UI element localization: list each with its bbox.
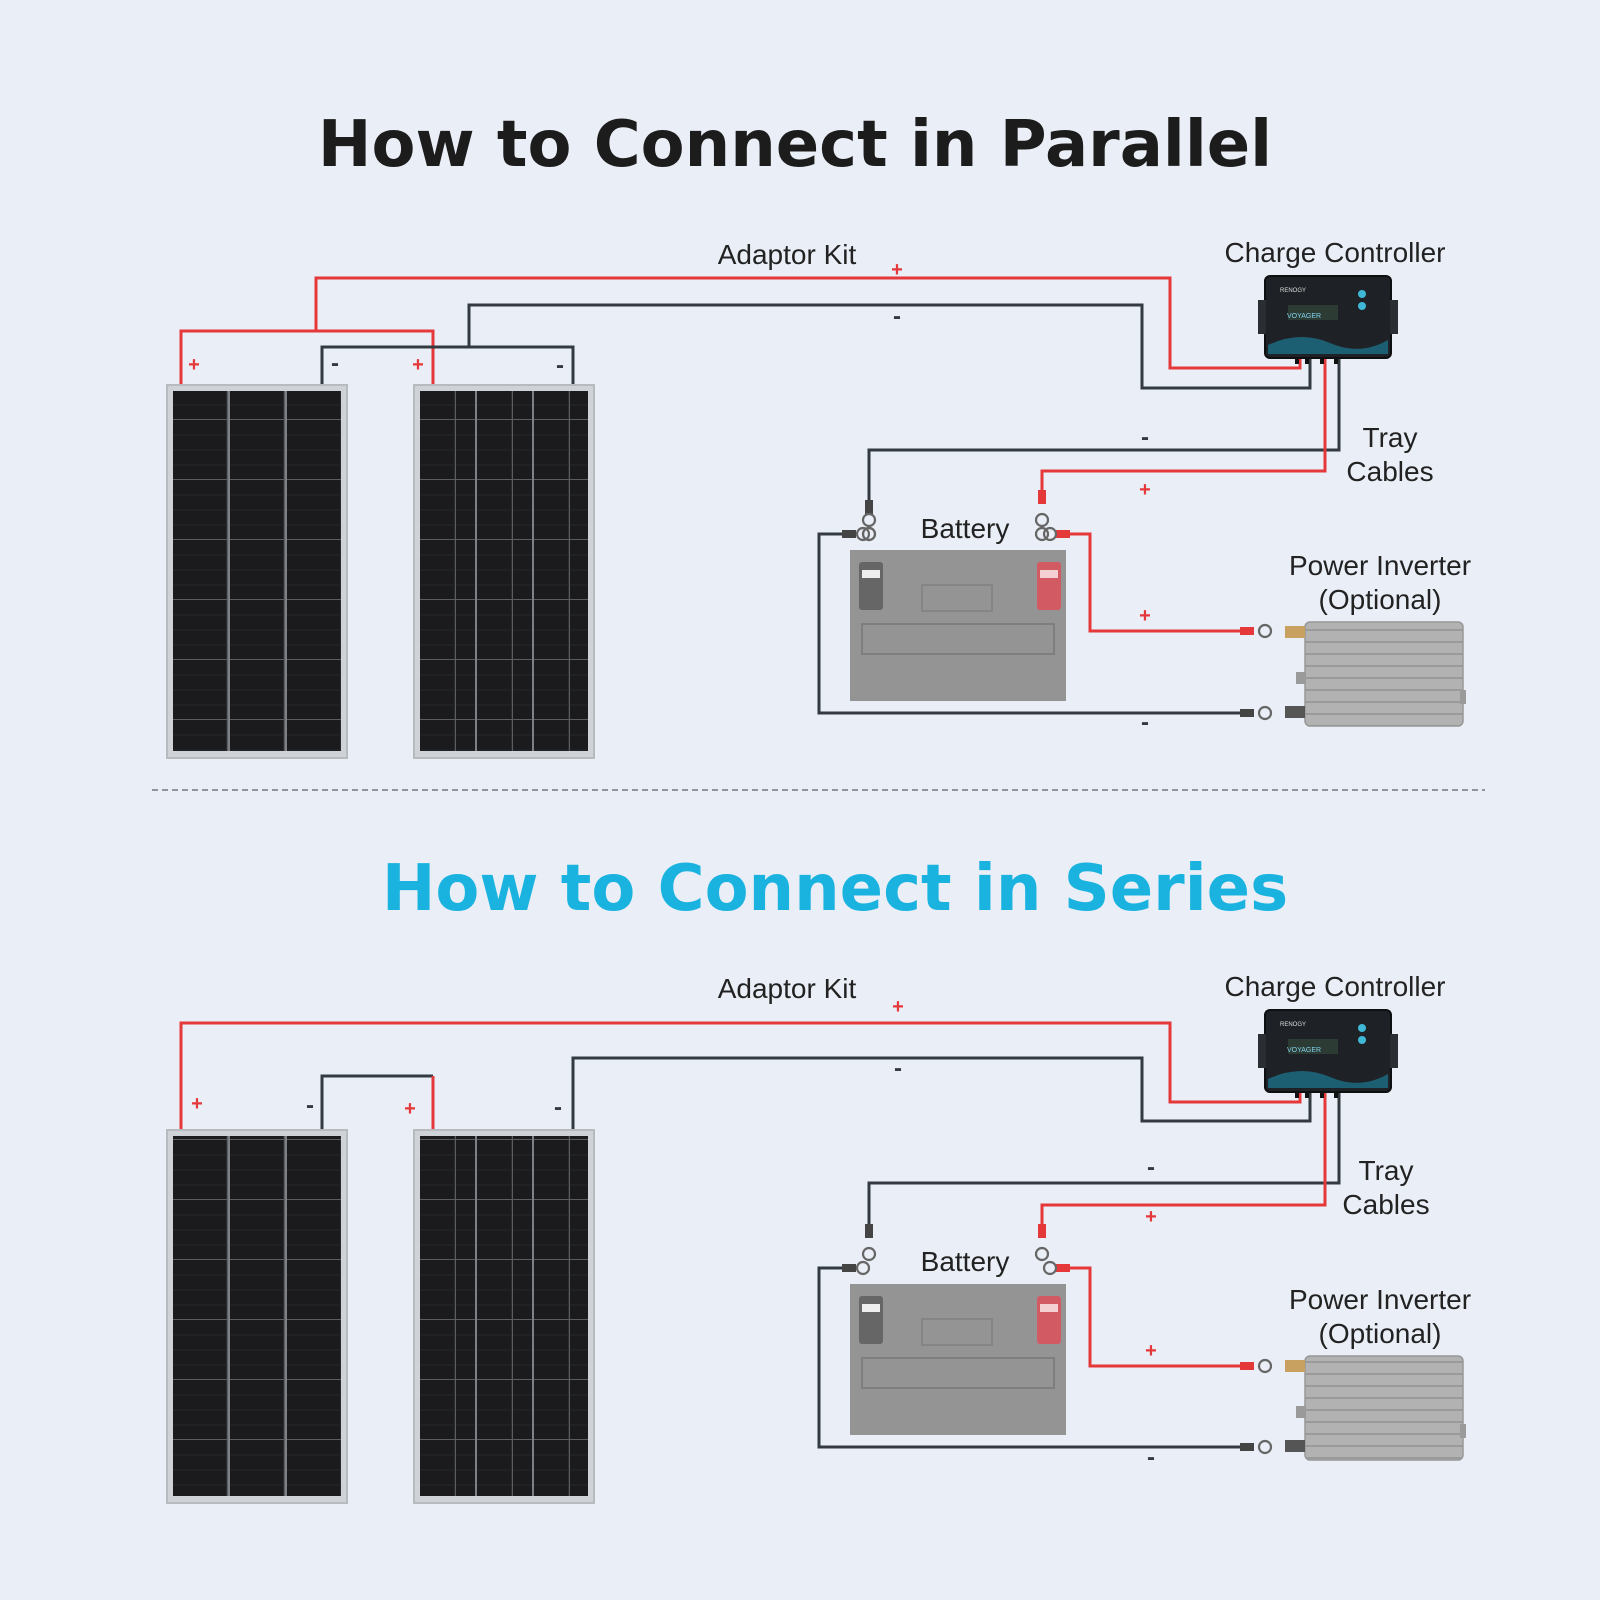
plus-sign: + [892, 996, 904, 1018]
power-inverter [1285, 1355, 1466, 1461]
battery-positive-terminal [1034, 1224, 1070, 1276]
minus-sign: - [1141, 424, 1149, 451]
inverter-negative-terminal [1240, 1439, 1273, 1455]
minus-sign: - [331, 350, 339, 377]
plus-sign: + [191, 1093, 203, 1115]
parallel-positive-adaptor-wire-trunk [314, 276, 1302, 370]
power-inverter-label-line1: Power Inverter [1289, 550, 1471, 581]
battery-negative-terminal [842, 500, 877, 542]
charge-controller-label: Charge Controller [1225, 237, 1446, 268]
battery [850, 1284, 1066, 1435]
solar-panel [166, 384, 348, 759]
solar-panel [413, 1129, 595, 1504]
parallel-wires [179, 276, 1341, 715]
battery-positive-terminal [1034, 490, 1070, 542]
controller-brand: RENOGY [1280, 1022, 1306, 1028]
plus-sign: + [891, 259, 903, 281]
battery-label: Battery [921, 513, 1010, 544]
minus-sign: - [893, 303, 901, 330]
battery [850, 550, 1066, 701]
series-tray-negative-wire [867, 1092, 1341, 1233]
controller-model: VOYAGER [1287, 1047, 1321, 1054]
solar-panel [166, 1129, 348, 1504]
tray-cables-label-line1: Tray [1363, 422, 1418, 453]
power-inverter-label-line2: (Optional) [1319, 1318, 1442, 1349]
series-wires [179, 1021, 1341, 1449]
inverter-positive-terminal [1240, 623, 1273, 639]
adaptor-kit-label: Adaptor Kit [718, 973, 857, 1004]
series-inverter-negative-wire [817, 1266, 1240, 1449]
tray-cables-label-line2: Cables [1346, 456, 1433, 487]
parallel-negative-adaptor-wire [320, 345, 575, 385]
charge-controller-label: Charge Controller [1225, 971, 1446, 1002]
inverter-negative-terminal [1240, 705, 1273, 721]
battery-label: Battery [921, 1246, 1010, 1277]
minus-sign: - [894, 1055, 902, 1082]
charge-controller: RENOGY VOYAGER [1258, 275, 1398, 364]
inverter-positive-terminal [1240, 1358, 1273, 1374]
plus-sign: + [1139, 479, 1151, 501]
parallel-negative-adaptor-wire-trunk [467, 303, 1312, 390]
section-title-series: How to Connect in Series [382, 852, 1288, 926]
charge-controller: RENOGY VOYAGER [1258, 1009, 1398, 1098]
series-negative-wire [571, 1056, 1312, 1130]
plus-sign: + [1139, 605, 1151, 627]
adaptor-kit-label: Adaptor Kit [718, 239, 857, 270]
controller-model: VOYAGER [1287, 313, 1321, 320]
plus-sign: + [1145, 1340, 1157, 1362]
minus-sign: - [556, 352, 564, 379]
section-parallel: How to Connect in Parallel [166, 108, 1471, 759]
plus-sign: + [412, 354, 424, 376]
series-panel-link-wire [320, 1074, 433, 1130]
power-inverter-label-line1: Power Inverter [1289, 1284, 1471, 1315]
series-positive-wire [179, 1021, 1302, 1130]
minus-sign: - [1141, 709, 1149, 736]
minus-sign: - [1147, 1154, 1155, 1181]
plus-sign: + [188, 354, 200, 376]
battery-negative-terminal [842, 1224, 877, 1276]
power-inverter-label-line2: (Optional) [1319, 584, 1442, 615]
parallel-inverter-negative-wire [817, 532, 1240, 715]
section-title-parallel: How to Connect in Parallel [318, 108, 1272, 182]
power-inverter [1285, 621, 1466, 727]
tray-cables-label-line2: Cables [1342, 1189, 1429, 1220]
controller-brand: RENOGY [1280, 288, 1306, 294]
parallel-tray-positive-wire [1040, 358, 1327, 500]
minus-sign: - [306, 1092, 314, 1119]
minus-sign: - [554, 1094, 562, 1121]
series-inverter-positive-wire [1062, 1266, 1240, 1368]
solar-panel [413, 384, 595, 759]
tray-cables-label-line1: Tray [1359, 1155, 1414, 1186]
parallel-tray-negative-wire [867, 358, 1341, 500]
plus-sign: + [404, 1098, 416, 1120]
parallel-inverter-positive-wire [1062, 532, 1240, 633]
series-tray-positive-wire [1040, 1092, 1327, 1233]
parallel-positive-adaptor-wire [179, 329, 435, 385]
minus-sign: - [1147, 1444, 1155, 1471]
section-series: How to Connect in Series [166, 852, 1471, 1504]
plus-sign: + [1145, 1206, 1157, 1228]
